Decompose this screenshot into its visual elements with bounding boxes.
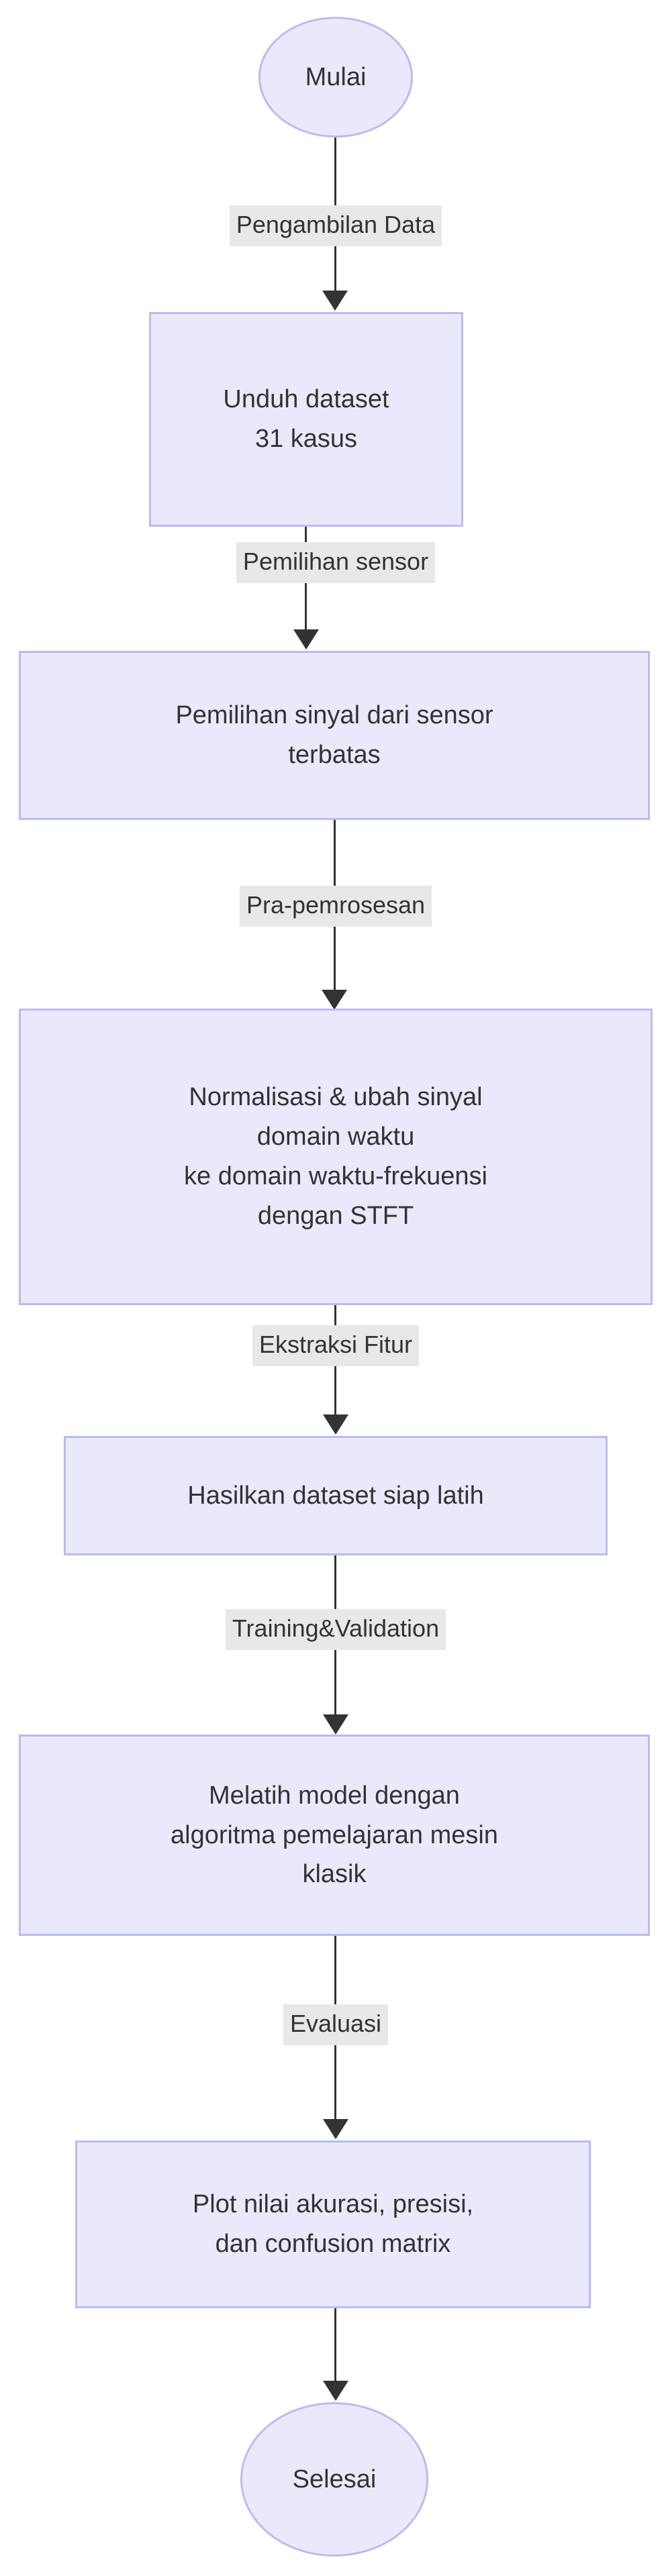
node-pemilihan-sinyal-label: Pemilihan sinyal dari sensor terbatas [175, 701, 493, 769]
edge-label-pemilihan-sensor: Pemilihan sensor [236, 542, 436, 583]
edge-label-ekstraksi-fitur: Ekstraksi Fitur [252, 1325, 420, 1366]
edge-plot-selesai [334, 2308, 336, 2382]
arrowhead-plot-selesai [323, 2381, 348, 2401]
node-selesai-label: Selesai [292, 2465, 377, 2493]
edge-label-training-validation: Training&Validation [225, 1609, 446, 1650]
node-mulai[interactable]: Mulai [258, 17, 413, 138]
node-selesai[interactable]: Selesai [240, 2402, 428, 2557]
edge-label-pra-pemrosesan: Pra-pemrosesan [239, 886, 432, 927]
arrowhead-melatih-plot [323, 2119, 348, 2139]
arrowhead-hasilkan-melatih [323, 1714, 348, 1735]
node-pemilihan-sinyal[interactable]: Pemilihan sinyal dari sensor terbatas [19, 651, 650, 820]
node-melatih-model[interactable]: Melatih model dengan algoritma pemelajar… [19, 1735, 650, 1936]
node-unduh-dataset[interactable]: Unduh dataset 31 kasus [149, 312, 463, 527]
node-normalisasi-stft[interactable]: Normalisasi & ubah sinyal domain waktu k… [19, 1009, 653, 1305]
arrowhead-pemilihan-normalisasi [322, 990, 347, 1010]
arrowhead-normalisasi-hasilkan [323, 1414, 348, 1435]
node-hasilkan-dataset-label: Hasilkan dataset siap latih [187, 1481, 484, 1510]
arrowhead-mulai-unduh [322, 291, 348, 311]
node-unduh-dataset-label: Unduh dataset 31 kasus [223, 385, 389, 453]
node-mulai-label: Mulai [305, 62, 367, 91]
node-plot-evaluasi[interactable]: Plot nilai akurasi, presisi, dan confusi… [75, 2141, 591, 2308]
node-normalisasi-stft-label: Normalisasi & ubah sinyal domain waktu k… [184, 1083, 487, 1230]
node-plot-evaluasi-label: Plot nilai akurasi, presisi, dan confusi… [192, 2190, 474, 2258]
edge-label-pengambilan-data: Pengambilan Data [229, 205, 442, 246]
node-melatih-model-label: Melatih model dengan algoritma pemelajar… [171, 1781, 498, 1889]
edge-label-evaluasi: Evaluasi [283, 2004, 389, 2045]
node-hasilkan-dataset[interactable]: Hasilkan dataset siap latih [64, 1436, 608, 1555]
arrowhead-unduh-pemilihan [293, 629, 319, 650]
